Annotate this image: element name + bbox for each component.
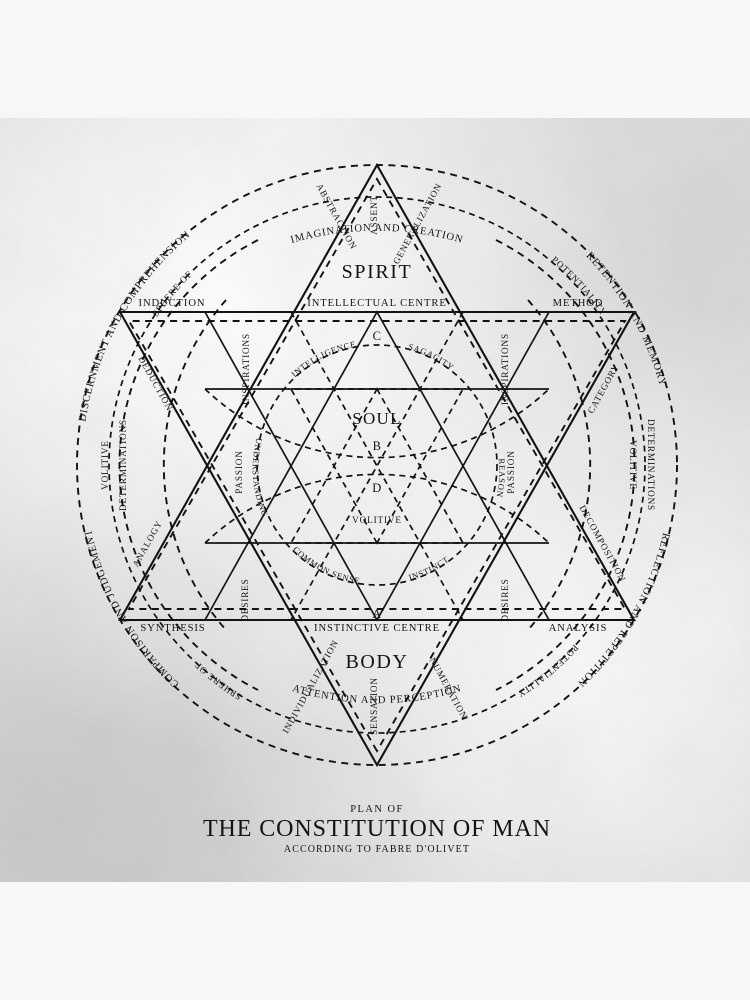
understanding-label: UNDERSTANDING: [251, 437, 271, 518]
inspirations-left-arc: [162, 299, 227, 631]
soul-title: SOUL: [352, 409, 402, 428]
top-margin-band: [0, 0, 750, 118]
core-diagonal-b: [290, 311, 464, 621]
volitive-label: VOLITIVE: [352, 515, 402, 525]
reason-label: REASON: [494, 458, 507, 499]
volitive-determinations-right-2: DETERMINATIONS: [646, 419, 656, 511]
letter-c: C: [373, 329, 382, 343]
core-triangle-down: [289, 388, 465, 545]
inspirations-left-label: INSPIRATIONS: [241, 333, 251, 405]
volitive-determinations-left: VOLITIVE: [100, 440, 110, 490]
volitive-determinations-right: VOLITIVE: [628, 440, 638, 490]
core-diagonal-a: [290, 311, 464, 621]
inspirations-right-arc: [527, 299, 592, 631]
medium-faculty-circle: [256, 344, 498, 586]
sphere-of-lower-left: SPHERE OF: [192, 660, 243, 702]
passion-left-arc: [118, 239, 259, 691]
dashed-triangle-up: [127, 177, 627, 610]
letter-b: B: [373, 439, 382, 453]
desires-left-label: DESIRES: [240, 578, 250, 621]
instinctive-centre-label: INSTINCTIVE CENTRE: [314, 623, 440, 634]
lower-lens-arc: [204, 473, 550, 544]
inner-sphere-circle: [108, 196, 646, 734]
upper-lens-arc: [204, 388, 550, 459]
synthesis-label: SYNTHESIS: [140, 623, 205, 634]
letter-d: D: [372, 481, 381, 495]
volitive-determinations-left-2: DETERMINATIONS: [118, 419, 128, 511]
passion-right-label: PASSION: [506, 450, 516, 493]
passion-right-arc: [495, 239, 636, 691]
passion-left-label: PASSION: [234, 450, 244, 493]
bottom-margin-band: [0, 882, 750, 1000]
desires-right-label: DESIRES: [500, 578, 510, 621]
outer-arc-upper-left: DISCERNMENT AND COMPREHENSION: [77, 229, 192, 422]
induction-label: INDUCTION: [139, 298, 206, 309]
title-line-2: THE CONSTITUTION OF MAN: [203, 816, 551, 842]
potentiality-lower-right: POTENTIALITY: [515, 643, 580, 700]
analogy-label: ANALOGY: [131, 519, 165, 569]
letter-a: A: [372, 607, 381, 621]
common-sense-label: COMMON SENSE: [291, 544, 361, 585]
inspirations-right-label: INSPIRATIONS: [500, 333, 510, 405]
outer-arc-lower-right: REFLECTION AND REPETITION: [575, 532, 671, 689]
assent-label: ASSENT: [369, 195, 379, 235]
deduction-label: DEDUCTION: [136, 354, 174, 412]
abstraction-label: ABSTRACTION: [314, 182, 358, 251]
numeration-label: NUMERATION: [427, 656, 469, 721]
title-line-3: ACCORDING TO FABRE D'OLIVET: [284, 844, 470, 855]
instinct-label: INSTINCT: [408, 554, 451, 582]
title-line-1: PLAN OF: [350, 804, 404, 815]
intellectual-centre-label: INTELLECTUAL CENTRE: [307, 298, 446, 309]
method-label: METHOD: [553, 298, 604, 309]
dashed-triangle-down: [127, 320, 627, 753]
body-title: BODY: [345, 651, 408, 673]
sensation-label: SENSATION: [369, 677, 379, 735]
spirit-title: SPIRIT: [342, 261, 413, 283]
intelligence-label: INTELLIGENCE: [289, 339, 357, 379]
analysis-label: ANALYSIS: [549, 623, 608, 634]
inner-triangle-down: [203, 311, 551, 622]
